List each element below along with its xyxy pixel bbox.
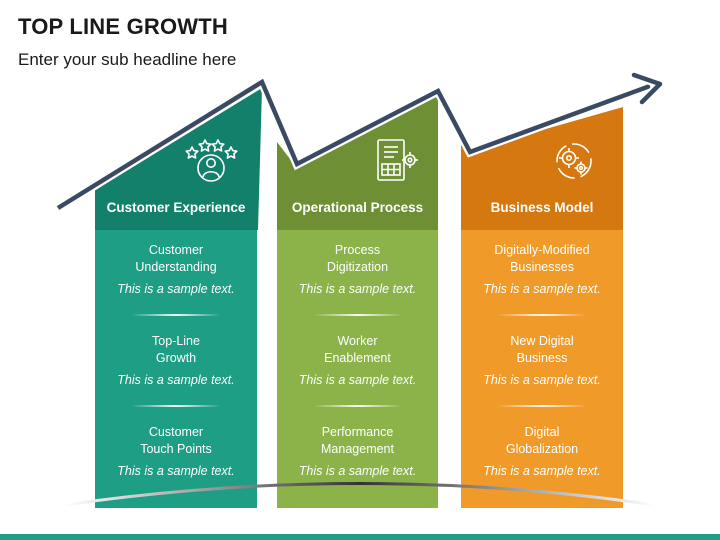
list-item: Process Digitization This is a sample te… xyxy=(277,232,438,323)
page-subtitle: Enter your sub headline here xyxy=(18,50,237,69)
list-item: Performance Management This is a sample … xyxy=(277,414,438,505)
divider xyxy=(497,314,587,316)
item-text: This is a sample text. xyxy=(117,282,235,296)
item-text: This is a sample text. xyxy=(298,373,417,387)
divider xyxy=(497,405,587,407)
item-text: This is a sample text. xyxy=(483,373,601,387)
growth-arrow xyxy=(55,70,665,212)
item-title: Performance Management xyxy=(321,425,394,456)
item-title: Top-Line Growth xyxy=(152,334,200,365)
item-text: This is a sample text. xyxy=(298,282,417,296)
item-title: New Digital Business xyxy=(510,334,574,365)
item-title: Customer Understanding xyxy=(135,243,217,274)
list-item: Top-Line Growth This is a sample text. xyxy=(95,323,257,414)
page-title: TOP LINE GROWTH xyxy=(18,14,228,39)
item-text: This is a sample text. xyxy=(298,464,417,478)
column-customer-experience-shape xyxy=(95,88,262,508)
list-item: New Digital Business This is a sample te… xyxy=(461,323,623,414)
divider xyxy=(312,314,403,316)
gears-cycle-icon xyxy=(556,143,592,179)
item-text: This is a sample text. xyxy=(117,464,235,478)
item-text: This is a sample text. xyxy=(483,282,601,296)
process-document-icon xyxy=(377,139,418,181)
item-title: Customer Touch Points xyxy=(140,425,212,456)
list-item: Customer Understanding This is a sample … xyxy=(95,232,257,323)
divider xyxy=(312,405,403,407)
list-item: Worker Enablement This is a sample text. xyxy=(277,323,438,414)
column-heading: Business Model xyxy=(490,200,594,215)
item-title: Digitally-Modified Businesses xyxy=(494,243,590,274)
customer-rating-icon xyxy=(185,139,238,182)
list-item: Customer Touch Points This is a sample t… xyxy=(95,414,257,505)
item-text: This is a sample text. xyxy=(117,373,235,387)
bottom-accent-bar xyxy=(0,534,720,540)
item-title: Process Digitization xyxy=(326,243,389,274)
item-title: Digital Globalization xyxy=(505,425,579,456)
divider xyxy=(131,405,221,407)
list-item: Digital Globalization This is a sample t… xyxy=(461,414,623,505)
column-heading: Operational Process xyxy=(291,200,424,215)
column-heading: Customer Experience xyxy=(106,200,246,215)
item-text: This is a sample text. xyxy=(483,464,601,478)
base-curve xyxy=(64,482,656,507)
column-operational-process-shape xyxy=(277,96,438,508)
column-business-model-shape xyxy=(461,107,623,508)
list-item: Digitally-Modified Businesses This is a … xyxy=(461,232,623,323)
divider xyxy=(131,314,221,316)
item-title: Worker Enablement xyxy=(324,334,391,365)
